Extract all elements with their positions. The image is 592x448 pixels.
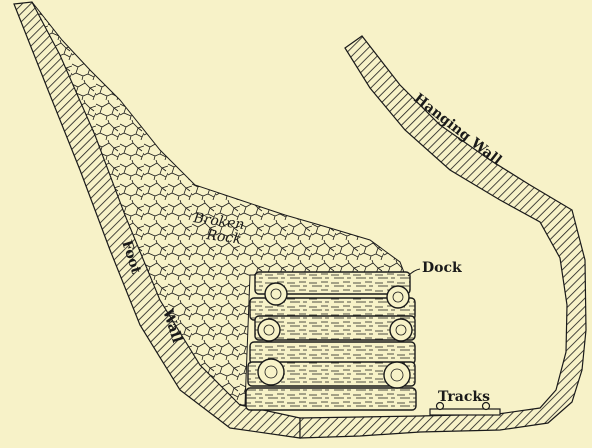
- timber-log: [246, 388, 416, 410]
- dock-label: Dock: [422, 260, 462, 276]
- log-end: [258, 319, 280, 341]
- log-end: [258, 359, 284, 385]
- log-end: [387, 286, 409, 308]
- tracks-label: Tracks: [438, 389, 490, 405]
- log-end: [265, 283, 287, 305]
- timber-dock: [246, 272, 416, 410]
- dock-leader-line: [408, 269, 420, 276]
- log-end: [384, 362, 410, 388]
- log-end: [390, 319, 412, 341]
